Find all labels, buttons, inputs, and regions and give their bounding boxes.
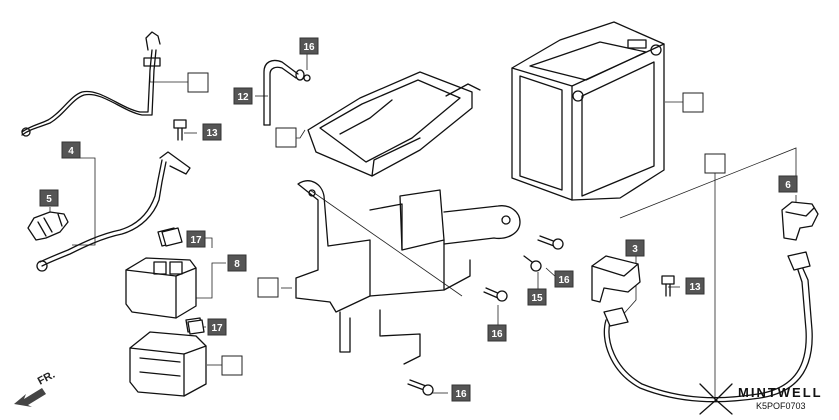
bolt-13-top: [173, 119, 187, 141]
callout-c3-label: 3: [632, 244, 638, 255]
callout-c16a-label: 16: [558, 275, 570, 286]
brand-watermark: MINTWELL K5POF0703: [699, 383, 823, 415]
brand-logo-icon: [699, 383, 733, 415]
starter-relay: [125, 227, 197, 319]
callout-c7: [682, 92, 704, 113]
callout-c4: 4: [61, 141, 81, 159]
callout-c13b: 13: [685, 277, 705, 295]
diagram-code: K5POF0703: [756, 401, 806, 411]
callout-c17a: 17: [186, 230, 206, 248]
callout-c3: 3: [625, 239, 645, 257]
callout-c8-label: 8: [234, 259, 240, 270]
callout-c1: [187, 72, 209, 93]
callout-c5: 5: [39, 189, 59, 207]
battery-negative-cable: [36, 151, 191, 272]
callout-c12: 12: [233, 87, 253, 105]
callout-c17a-label: 17: [190, 235, 202, 246]
bolt-16-middle: [483, 287, 508, 302]
callout-c15-label: 15: [531, 293, 543, 304]
callout-c13b-label: 13: [689, 282, 701, 293]
front-direction-marker: FR.: [14, 369, 57, 407]
bolt-16-bottom: [407, 379, 434, 396]
terminal-cover-3: [591, 255, 641, 303]
callout-c12-label: 12: [237, 92, 249, 103]
battery: [511, 21, 665, 201]
callout-c9: [704, 153, 726, 174]
terminal-cover: [27, 211, 69, 241]
front-marker-label: FR.: [36, 369, 57, 388]
callout-c2: [275, 127, 297, 148]
callout-c16c-label: 16: [455, 389, 467, 400]
brand-name: MINTWELL: [738, 385, 823, 400]
fuse-17-bottom: [187, 319, 205, 335]
callout-c4-label: 4: [68, 146, 74, 157]
callout-c15: 15: [527, 288, 547, 306]
terminal-cover-6: [781, 201, 819, 241]
battery-positive-cable: [21, 31, 161, 137]
relay-cover: [129, 317, 207, 397]
breather-tube: [263, 59, 311, 126]
battery-bracket: [295, 180, 521, 365]
callout-c5-label: 5: [46, 194, 52, 205]
callout-c14: 16: [299, 37, 319, 55]
bolt-16-right: [537, 235, 564, 250]
callout-c16b: 16: [487, 324, 507, 342]
callout-c14-label: 16: [303, 42, 315, 53]
callout-c13a: 13: [202, 123, 222, 141]
callout-c6: 6: [778, 175, 798, 193]
callout-c17b: 17: [207, 318, 227, 336]
callout-c16a: 16: [554, 270, 574, 288]
callout-c13a-label: 13: [206, 128, 218, 139]
nut-15: [523, 255, 542, 272]
battery-tray: [307, 71, 481, 177]
bolt-13-right: [661, 275, 675, 297]
callout-c6-label: 6: [785, 180, 791, 191]
callout-c16c: 16: [451, 384, 471, 402]
front-arrow-icon: [14, 388, 46, 407]
fuse-17-top: [161, 227, 183, 247]
callout-c10: [257, 277, 279, 298]
callout-c11: [221, 355, 243, 376]
callout-c8: 8: [227, 254, 247, 272]
callout-c17b-label: 17: [211, 323, 223, 334]
callout-c16b-label: 16: [491, 329, 503, 340]
